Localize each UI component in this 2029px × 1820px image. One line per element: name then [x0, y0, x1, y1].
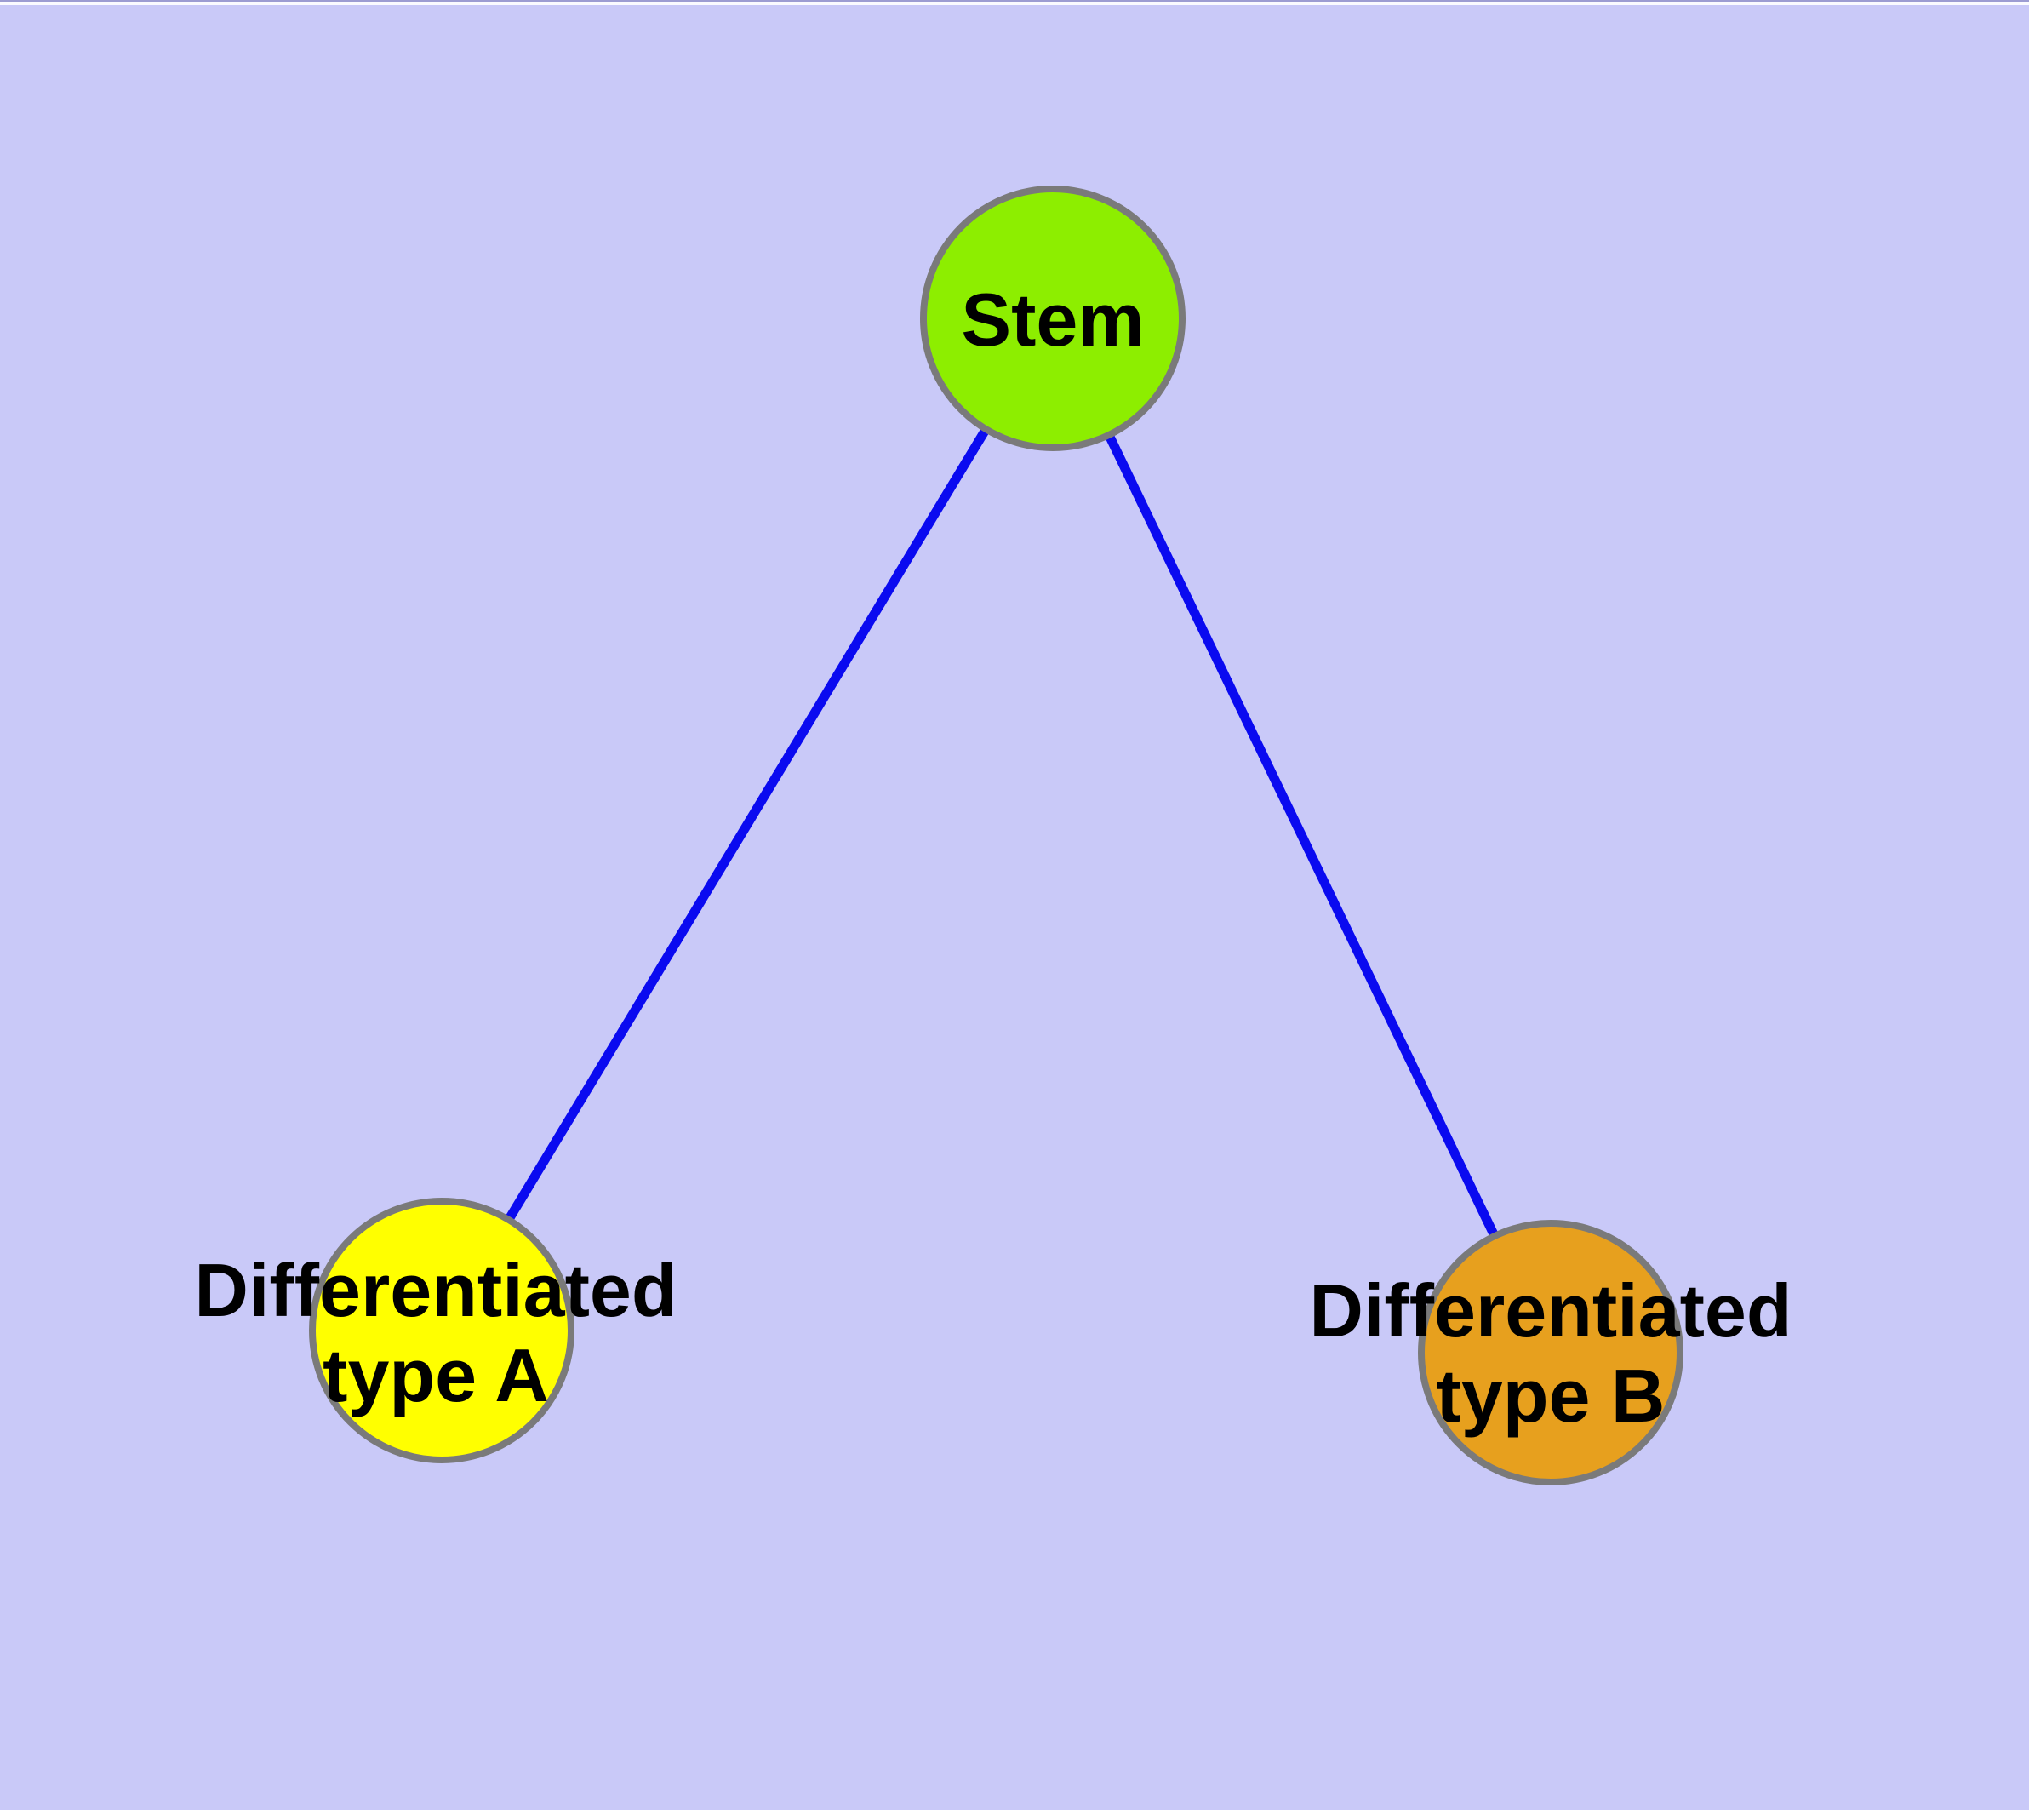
- window-top-border: [0, 0, 2029, 2]
- stem-label-line1: Stem: [961, 278, 1145, 362]
- edge-stem-to-type-a: [437, 316, 1057, 1333]
- type-a-node-label: Differentiated type A: [194, 1248, 677, 1418]
- type-b-node-label: Differentiated type B: [1309, 1268, 1792, 1439]
- edge-stem-to-type-b: [1049, 316, 1555, 1355]
- type-a-label-line1: Differentiated: [194, 1248, 677, 1332]
- type-b-label-line2: type B: [1436, 1354, 1666, 1438]
- window-top-highlight: [0, 2, 2029, 5]
- type-a-node-circle[interactable]: [309, 1198, 574, 1463]
- type-b-node-circle[interactable]: [1418, 1220, 1683, 1485]
- type-a-label-line2: type A: [323, 1333, 549, 1417]
- stem-node-label: Stem: [961, 278, 1144, 363]
- stem-node-circle[interactable]: [920, 186, 1186, 451]
- window-bottom-margin: [0, 1810, 2029, 1820]
- type-b-label-line1: Differentiated: [1309, 1268, 1792, 1353]
